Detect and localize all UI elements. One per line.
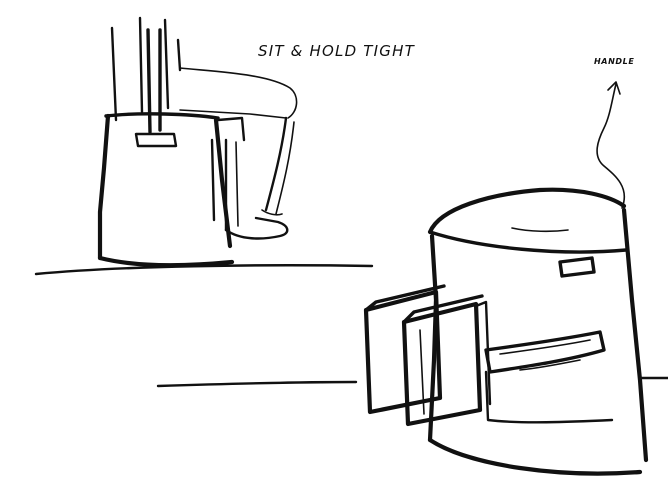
handle-label: HANDLE bbox=[594, 57, 634, 66]
handle-pointer-arrow bbox=[597, 84, 624, 208]
stool-side-view bbox=[100, 114, 232, 265]
top-handle-slot bbox=[560, 258, 594, 276]
ground-line-left bbox=[36, 265, 372, 274]
ground-line-right-a bbox=[158, 382, 356, 386]
side-pads bbox=[366, 286, 490, 424]
sketch-caption: SIT & HOLD TIGHT bbox=[258, 42, 416, 60]
stool-body bbox=[430, 190, 646, 474]
